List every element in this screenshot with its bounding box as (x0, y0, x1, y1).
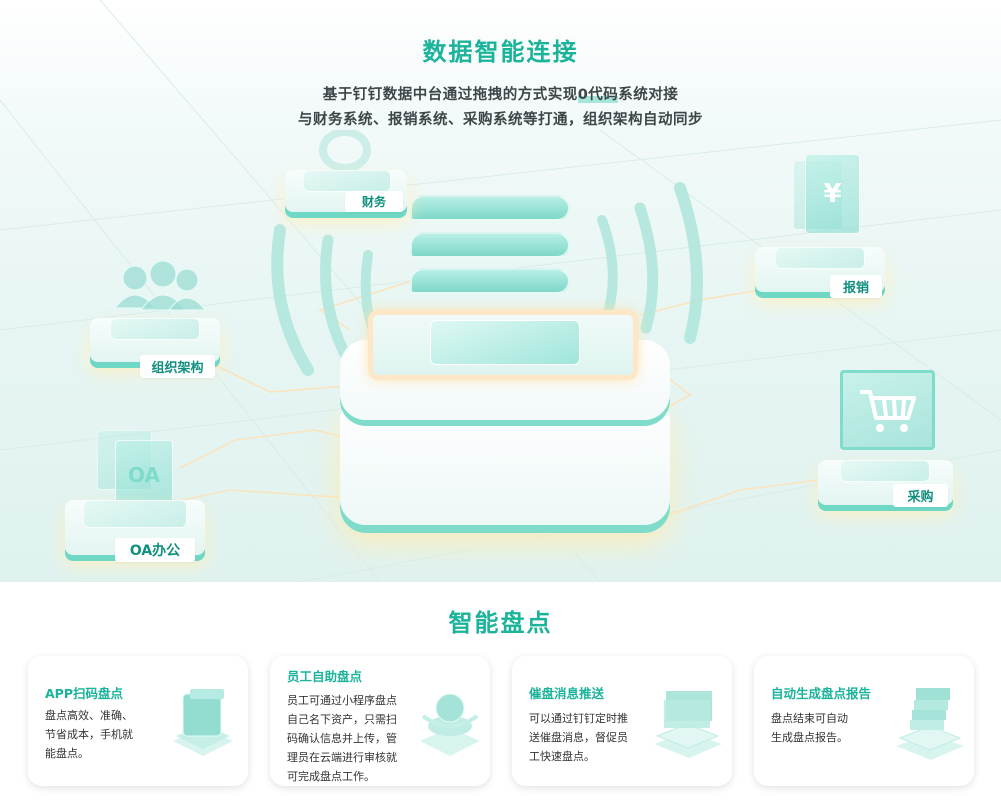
node-oa-office: OA OA办公 (65, 430, 210, 570)
node-finance: 财务 (285, 130, 410, 220)
subtitle-text: 系统对接 (618, 87, 679, 103)
subtitle-text: 基于钉钉数据中台通过拖拽的方式实现 (322, 87, 578, 103)
desc-line: 自己名下资产，只需扫 (287, 713, 397, 726)
yen-icon-text: ¥ (823, 179, 842, 209)
section-title: 智能盘点 (448, 609, 553, 637)
node-label: 报销 (830, 275, 882, 298)
node-procurement: 采购 (818, 360, 958, 510)
card-title: 员工自助盘点 (287, 669, 363, 684)
node-label: 采购 (893, 484, 948, 507)
feature-card-auto-report: 自动生成盘点报告 盘点结束可自动 生成盘点报告。 (754, 656, 974, 786)
card-description: 可以通过钉钉定时推 送催盘消息，督促员 工快速盘点。 (529, 709, 628, 766)
desc-line: 工快速盘点。 (529, 750, 595, 763)
glass-person-icon (420, 693, 480, 756)
desc-line: 送催盘消息，督促员 (529, 731, 628, 744)
database-stack-icon (410, 195, 570, 221)
card-description: 盘点结束可自动 生成盘点报告。 (771, 709, 848, 747)
hero-banner: 数据智能连接 基于钉钉数据中台通过拖拽的方式实现0代码系统对接 与财务系统、报销… (0, 0, 1001, 582)
coin-ring-icon (319, 130, 371, 172)
node-label: OA办公 (115, 538, 195, 562)
glass-cube-icon (173, 689, 233, 756)
desc-line: 码确认信息并上传，管 (287, 732, 397, 745)
subtitle-highlight: 0代码 (577, 87, 619, 103)
desc-line: 生成盘点报告。 (771, 731, 848, 744)
desc-line: 可完成盘点工作。 (287, 770, 375, 783)
node-label: 财务 (345, 191, 403, 212)
feature-card-self-service: 员工自助盘点 员工可通过小程序盘点 自己名下资产，只需扫 码确认信息并上传，管 … (270, 656, 490, 786)
shopping-cart-icon (840, 370, 935, 450)
hero-subtitle-line2: 与财务系统、报销系统、采购系统等打通，组织架构自动同步 (298, 112, 703, 128)
desc-line: 员工可通过小程序盘点 (287, 694, 397, 707)
card-title: 自动生成盘点报告 (771, 686, 872, 701)
yen-panel-front: ¥ (805, 154, 860, 234)
hero-title: 数据智能连接 (422, 38, 579, 66)
node-label: 组织架构 (140, 355, 215, 378)
desc-line: 盘点结束可自动 (771, 712, 848, 725)
database-stack-icon (410, 232, 570, 258)
hero-subtitle-line1: 基于钉钉数据中台通过拖拽的方式实现0代码系统对接 (0, 83, 1001, 104)
desc-line: 盘点高效、准确、 (45, 709, 133, 722)
signal-waves-right-icon (597, 182, 704, 344)
card-title: 催盘消息推送 (529, 686, 605, 701)
glass-report-stack-icon (896, 688, 964, 760)
card-description: 盘点高效、准确、 节省成本，手机就 能盘点。 (45, 706, 133, 763)
card-title: APP扫码盘点 (45, 686, 123, 701)
data-center-chip (430, 320, 580, 365)
database-stack-icon (410, 268, 570, 294)
feature-card-reminder-push: 催盘消息推送 可以通过钉钉定时推 送催盘消息，督促员 工快速盘点。 (512, 656, 732, 786)
people-group-icon (113, 260, 207, 311)
desc-line: 可以通过钉钉定时推 (529, 712, 628, 725)
glass-message-icon (654, 691, 722, 758)
desc-line: 节省成本，手机就 (45, 728, 133, 741)
cart-glyph-icon (859, 390, 916, 432)
card-description: 员工可通过小程序盘点 自己名下资产，只需扫 码确认信息并上传，管 理员在云端进行… (287, 691, 397, 786)
oa-icon-text: OA (128, 463, 160, 487)
oa-panel-front: OA (115, 440, 173, 510)
node-org-structure: 组织架构 (90, 260, 225, 378)
node-reimbursement: ¥ 报销 (755, 152, 890, 302)
desc-line: 理员在云端进行审核就 (287, 751, 397, 764)
feature-card-app-scan: APP扫码盘点 盘点高效、准确、 节省成本，手机就 能盘点。 (28, 656, 248, 786)
desc-line: 能盘点。 (45, 747, 89, 760)
